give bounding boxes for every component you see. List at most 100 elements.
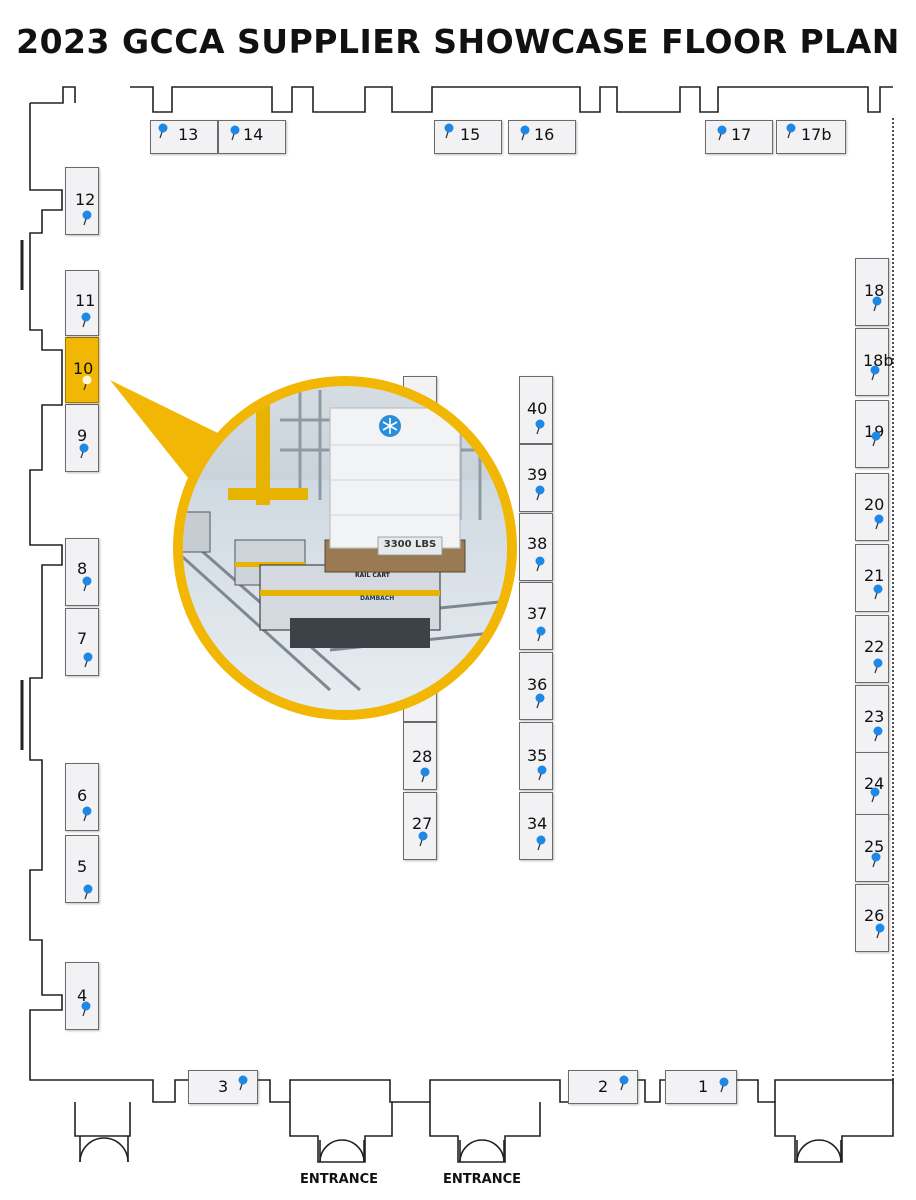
entrance-label-left: ENTRANCE xyxy=(300,1172,378,1187)
booth-18[interactable]: 18 xyxy=(855,258,889,326)
booth-label: 36 xyxy=(527,675,548,694)
booth-label: 20 xyxy=(864,495,885,514)
booth-label: 17b xyxy=(801,125,832,144)
location-pin-icon xyxy=(82,210,92,226)
booth-label: 12 xyxy=(75,190,96,209)
booth-6[interactable]: 6 xyxy=(65,763,99,831)
booth-label: 9 xyxy=(77,426,88,445)
location-pin-icon xyxy=(874,514,884,530)
location-pin-icon xyxy=(873,658,883,674)
booth-4[interactable]: 4 xyxy=(65,962,99,1030)
booth-34[interactable]: 34 xyxy=(519,792,553,860)
location-pin-icon xyxy=(418,831,428,847)
booth-22[interactable]: 22 xyxy=(855,615,889,683)
location-pin-icon xyxy=(420,767,430,783)
booth-7[interactable]: 7 xyxy=(65,608,99,676)
location-pin-icon xyxy=(872,296,882,312)
booth-27[interactable]: 27 xyxy=(403,792,437,860)
booth-19[interactable]: 19 xyxy=(855,400,889,468)
booth-label: 18b xyxy=(863,351,894,370)
booth-label: 14 xyxy=(243,125,264,144)
location-pin-icon xyxy=(870,365,880,381)
location-pin-icon xyxy=(82,576,92,592)
booth-38[interactable]: 38 xyxy=(519,513,553,581)
location-pin-icon xyxy=(873,726,883,742)
location-pin-icon xyxy=(875,923,885,939)
booth-3[interactable]: 3 xyxy=(188,1070,258,1104)
location-pin-icon xyxy=(444,123,454,139)
booth-24[interactable]: 24 xyxy=(855,752,889,820)
booth-label: 11 xyxy=(75,291,96,310)
booth-25[interactable]: 25 xyxy=(855,814,889,882)
pallet-weight-label: 3300 LBS xyxy=(383,539,437,550)
booth-13[interactable]: 13 xyxy=(150,120,218,154)
booth-label: 22 xyxy=(864,637,885,656)
entrance-label-right: ENTRANCE xyxy=(443,1172,521,1187)
booth-14[interactable]: 14 xyxy=(218,120,286,154)
location-pin-icon xyxy=(82,375,92,391)
booth-21[interactable]: 21 xyxy=(855,544,889,612)
location-pin-icon xyxy=(717,125,727,141)
cart-label: RAIL CART xyxy=(355,572,390,579)
location-pin-icon xyxy=(79,443,89,459)
booth-18b[interactable]: 18b xyxy=(855,328,894,396)
location-pin-icon xyxy=(158,123,168,139)
booth-label: 15 xyxy=(460,125,481,144)
booth-5[interactable]: 5 xyxy=(65,835,99,903)
booth-28[interactable]: 28 xyxy=(403,722,437,790)
location-pin-icon xyxy=(535,556,545,572)
booth-label: 5 xyxy=(77,857,88,876)
location-pin-icon xyxy=(536,626,546,642)
booth-35[interactable]: 35 xyxy=(519,722,553,790)
booth-label: 3 xyxy=(218,1077,229,1096)
booth-20[interactable]: 20 xyxy=(855,473,889,541)
location-pin-icon xyxy=(536,835,546,851)
location-pin-icon xyxy=(537,765,547,781)
location-pin-icon xyxy=(871,852,881,868)
booth-15[interactable]: 15 xyxy=(434,120,502,154)
booth-1[interactable]: 1 xyxy=(665,1070,737,1104)
booth-8[interactable]: 8 xyxy=(65,538,99,606)
booth-label: 34 xyxy=(527,814,548,833)
booth-label: 39 xyxy=(527,465,548,484)
location-pin-icon xyxy=(786,123,796,139)
booth-23[interactable]: 23 xyxy=(855,685,889,753)
location-pin-icon xyxy=(870,787,880,803)
booth-9[interactable]: 9 xyxy=(65,404,99,472)
brand-label: DAMBACH xyxy=(360,595,395,602)
booth-40[interactable]: 40 xyxy=(519,376,553,444)
booth-label: 35 xyxy=(527,746,548,765)
booth-label: 1 xyxy=(698,1077,709,1096)
booth-label: 26 xyxy=(864,906,885,925)
booth-39[interactable]: 39 xyxy=(519,444,553,512)
location-pin-icon xyxy=(719,1077,729,1093)
booth-2[interactable]: 2 xyxy=(568,1070,638,1104)
booth-26[interactable]: 26 xyxy=(855,884,889,952)
booth-16[interactable]: 16 xyxy=(508,120,576,154)
booth-label: 18 xyxy=(864,281,885,300)
booth-12[interactable]: 12 xyxy=(65,167,99,235)
booth-10-highlighted[interactable]: 10 xyxy=(65,337,99,403)
booth-37[interactable]: 37 xyxy=(519,582,553,650)
booth-label: 10 xyxy=(73,359,94,378)
booth-label: 21 xyxy=(864,566,885,585)
booth-label: 37 xyxy=(527,604,548,623)
location-pin-icon xyxy=(230,125,240,141)
booth-36[interactable]: 36 xyxy=(519,652,553,720)
booth-label: 28 xyxy=(412,747,433,766)
location-pin-icon xyxy=(520,125,530,141)
booth-label: 16 xyxy=(534,125,555,144)
booth-label: 27 xyxy=(412,814,433,833)
booth-11[interactable]: 11 xyxy=(65,270,99,336)
location-pin-icon xyxy=(82,806,92,822)
location-pin-icon xyxy=(535,693,545,709)
booth-17b[interactable]: 17b xyxy=(776,120,846,154)
location-pin-icon xyxy=(238,1075,248,1091)
booth-label: 7 xyxy=(77,629,88,648)
location-pin-icon xyxy=(535,419,545,435)
booth-17[interactable]: 17 xyxy=(705,120,773,154)
booth-label: 13 xyxy=(178,125,199,144)
booth-label: 25 xyxy=(864,837,885,856)
location-pin-icon xyxy=(873,584,883,600)
